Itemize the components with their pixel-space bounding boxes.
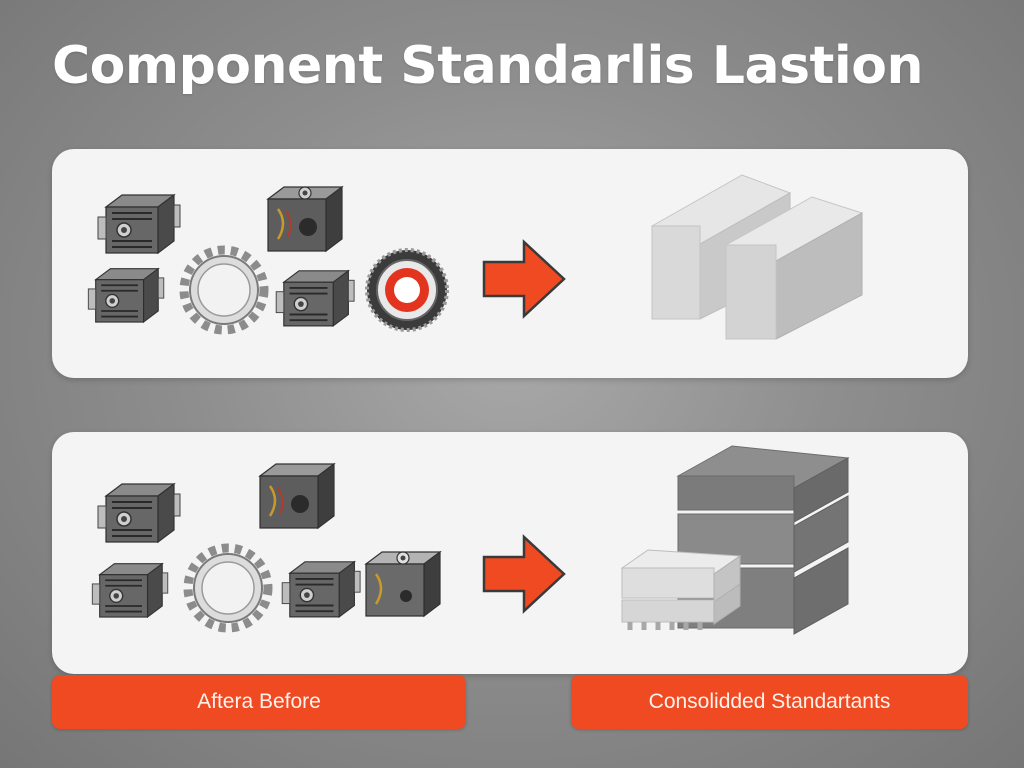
before-label-text: Aftera Before — [197, 690, 321, 713]
after-label-text: Consolidded Standartants — [648, 690, 891, 713]
motor-block-icon — [97, 194, 181, 254]
top-comparison-panel — [52, 149, 968, 378]
page-title: Component Standarlis Lastion — [52, 36, 923, 96]
right-arrow-icon — [482, 535, 566, 613]
motor-block-icon — [258, 462, 336, 530]
bottom-comparison-panel — [52, 432, 968, 674]
motor-block-icon — [281, 560, 362, 618]
motor-block-icon — [364, 550, 442, 618]
motor-block-icon — [97, 483, 181, 543]
motor-block-icon — [91, 562, 169, 618]
bottom-panel-illustration — [91, 445, 850, 635]
gear-icon — [188, 548, 268, 628]
gear-icon — [184, 250, 264, 330]
top-panel-illustration — [87, 174, 864, 340]
before-label: Aftera Before — [52, 675, 466, 729]
right-arrow-icon — [482, 240, 566, 318]
consolidated-block-icon — [650, 174, 864, 340]
motor-block-icon — [275, 269, 356, 327]
motor-block-icon — [266, 185, 344, 253]
motor-block-icon — [87, 267, 165, 323]
stacked-standard-blocks-icon — [620, 445, 850, 635]
seal-gear-icon — [365, 248, 449, 332]
after-label: Consolidded Standartants — [571, 675, 968, 729]
